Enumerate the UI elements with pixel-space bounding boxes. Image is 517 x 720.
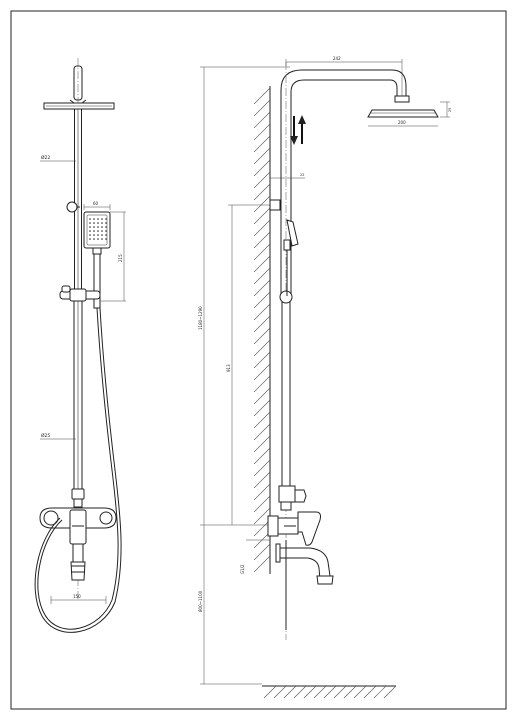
label-head-height: 25 (448, 108, 452, 112)
label-diameter-upper: Ø22 (41, 154, 50, 161)
label-mixer-width: 150 (73, 594, 81, 599)
hose-side (285, 250, 288, 630)
hose-front (34, 307, 122, 633)
label-head-width: 60 (93, 201, 99, 206)
mixer-front (39, 507, 117, 581)
side-view: 1180~1290 800~1100 913 242 200 (198, 56, 452, 699)
shower-head-side (367, 95, 439, 118)
label-arm-reach: 242 (333, 56, 341, 61)
hand-shower-front (83, 211, 111, 309)
floor-hatching (262, 685, 397, 699)
shower-head-front (43, 99, 115, 110)
label-bracket-offset: 22 (300, 173, 304, 177)
slide-bracket-front (59, 285, 101, 302)
drawing-border (10, 10, 507, 710)
label-mount-height: 800~1100 (198, 590, 203, 612)
label-diameter-lower: Ø25 (41, 432, 50, 439)
slide-bracket-side (279, 290, 293, 304)
overhead-arm-side (280, 62, 407, 640)
label-handshower-height: 215 (118, 254, 123, 262)
wall-bracket-side (269, 199, 281, 211)
label-head-diameter: 200 (398, 120, 406, 125)
label-inlet-thread: G1/2 (240, 564, 245, 574)
mixer-side (267, 511, 321, 546)
knob-front (66, 201, 78, 213)
adjust-arrows-icon (290, 115, 306, 145)
bath-spout-side (275, 543, 334, 585)
lower-riser-side (281, 299, 291, 487)
hand-shower-side (283, 219, 299, 251)
front-view: Ø22 60 215 (34, 58, 126, 633)
label-riser-height: 913 (226, 364, 231, 372)
diverter-front (71, 488, 85, 508)
diverter-side (278, 485, 307, 511)
wall-hatching (253, 86, 271, 574)
label-total-height: 1180~1290 (198, 306, 203, 330)
